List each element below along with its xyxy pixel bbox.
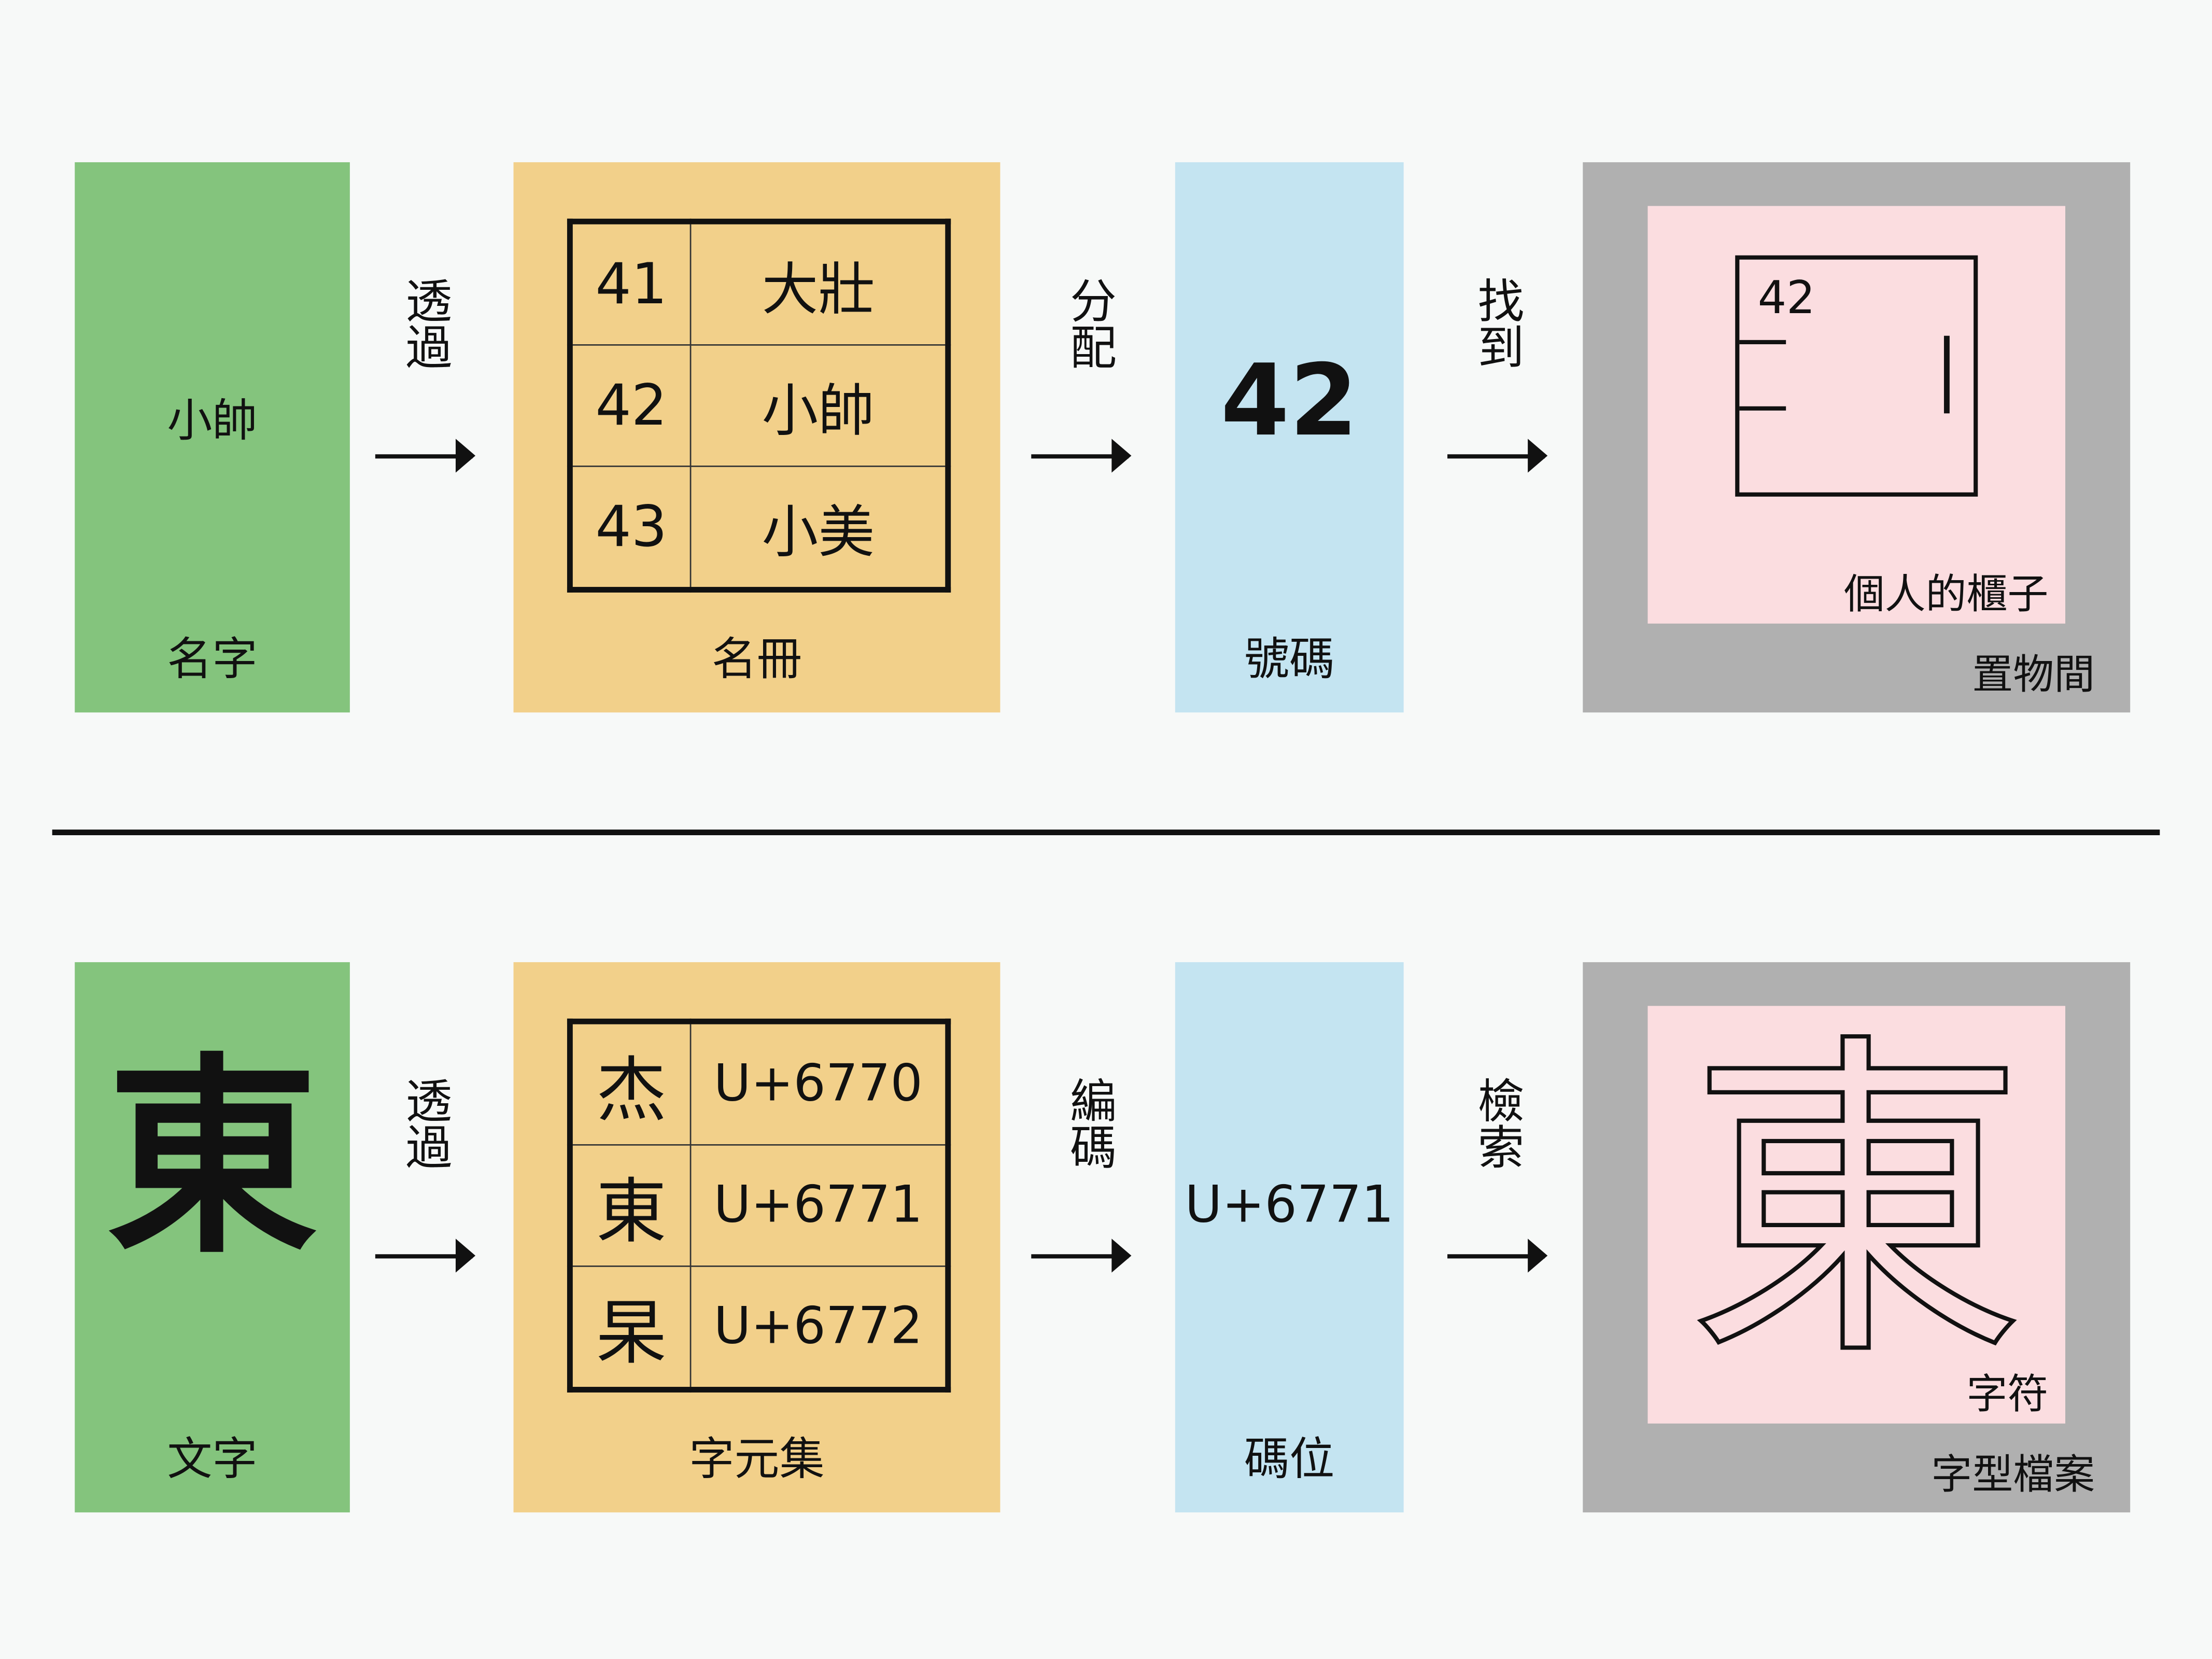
arrow-right-icon — [375, 439, 476, 473]
arrow-label-encode: 編碼 — [1062, 1076, 1118, 1170]
number-label: 號碼 — [1244, 632, 1335, 686]
name-value: 小帥 — [167, 393, 258, 447]
roster-label: 名冊 — [711, 632, 802, 686]
arrow-label-through: 透過 — [398, 1076, 453, 1170]
locker-handle — [1943, 335, 1950, 414]
text-value: 東 — [106, 1037, 318, 1283]
row-value: 小帥 — [689, 344, 949, 467]
locker-hinge — [1739, 340, 1786, 344]
glyph-outline: 東 — [1685, 1004, 2028, 1403]
row-key: 41 — [569, 220, 692, 346]
arrow-label-assign: 分配 — [1062, 276, 1118, 370]
row-value: U+6772 — [689, 1266, 949, 1390]
row-value: U+6771 — [689, 1144, 949, 1267]
arrow-label-through: 透過 — [398, 276, 453, 370]
text-label: 文字 — [167, 1432, 258, 1486]
text-box: 東 文字 — [75, 962, 350, 1513]
row-value: U+6770 — [689, 1020, 949, 1146]
font-file-label: 字型檔案 — [1931, 1450, 2095, 1499]
row-key: 43 — [569, 466, 692, 591]
name-label: 名字 — [167, 632, 258, 686]
number-box: 42 號碼 — [1175, 162, 1404, 713]
section-divider — [52, 830, 2160, 836]
codepoint-box: U+6771 碼位 — [1175, 962, 1404, 1513]
glyph-box: 東 字符 — [1647, 1004, 2065, 1424]
charset-label: 字元集 — [689, 1432, 825, 1486]
arrow-right-icon — [375, 1239, 476, 1273]
personal-locker-box: 個人的櫃子 — [1647, 206, 2065, 624]
name-box: 小帥 名字 — [75, 162, 350, 713]
row-key: 杲 — [569, 1266, 692, 1390]
codepoint-value: U+6771 — [1185, 1176, 1394, 1235]
personal-locker-label: 個人的櫃子 — [1843, 570, 2049, 618]
row-key: 東 — [569, 1144, 692, 1267]
locker-icon: 42 — [1735, 255, 1978, 497]
locker-room-label: 置物間 — [1972, 650, 2095, 699]
arrow-label-find: 找到 — [1470, 276, 1525, 370]
glyph-label: 字符 — [1966, 1370, 2049, 1418]
row-value: 小美 — [689, 466, 949, 591]
codepoint-label: 碼位 — [1244, 1432, 1335, 1486]
locker-number: 42 — [1757, 271, 1815, 325]
arrow-right-icon — [1031, 1239, 1132, 1273]
row-value: 大壯 — [689, 220, 949, 346]
arrow-right-icon — [1031, 439, 1132, 473]
arrow-right-icon — [1447, 1239, 1548, 1273]
number-value: 42 — [1220, 343, 1358, 459]
row-key: 杰 — [569, 1020, 692, 1146]
row-key: 42 — [569, 344, 692, 467]
locker-hinge — [1739, 406, 1786, 411]
arrow-right-icon — [1447, 439, 1548, 473]
arrow-label-retrieve: 檢索 — [1470, 1076, 1525, 1170]
